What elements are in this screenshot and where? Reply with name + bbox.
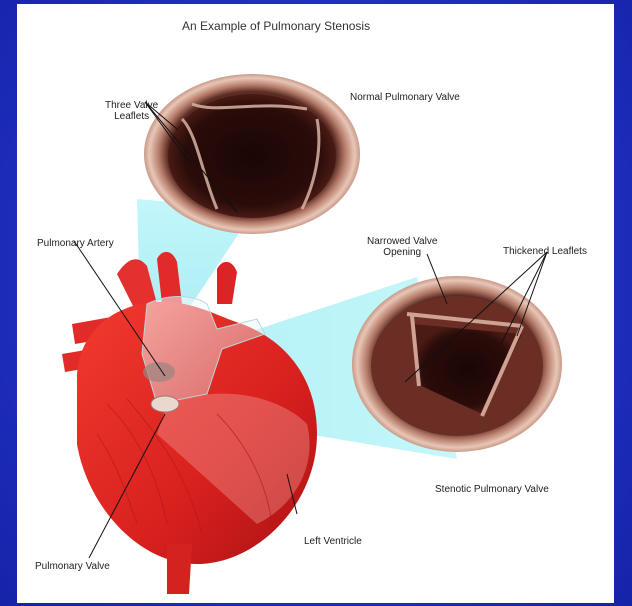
label-stenotic-pulmonary-valve: Stenotic Pulmonary Valve	[435, 484, 549, 495]
heart-illustration	[62, 252, 317, 594]
diagram-panel: An Example of Pulmonary Stenosis Three V…	[17, 4, 614, 603]
label-three-valve-leaflets: Three Valve Leaflets	[105, 100, 158, 122]
stenotic-valve-inset	[352, 276, 562, 452]
normal-valve-inset	[144, 74, 360, 234]
label-thickened-leaflets: Thickened Leaflets	[503, 246, 587, 257]
diagram-title: An Example of Pulmonary Stenosis	[182, 21, 370, 32]
label-narrowed-valve-opening: Narrowed Valve Opening	[367, 236, 437, 258]
label-left-ventricle: Left Ventricle	[304, 536, 362, 547]
label-pulmonary-valve: Pulmonary Valve	[35, 561, 110, 572]
illustration	[17, 4, 614, 603]
label-normal-pulmonary-valve: Normal Pulmonary Valve	[350, 92, 460, 103]
label-pulmonary-artery: Pulmonary Artery	[37, 238, 114, 249]
